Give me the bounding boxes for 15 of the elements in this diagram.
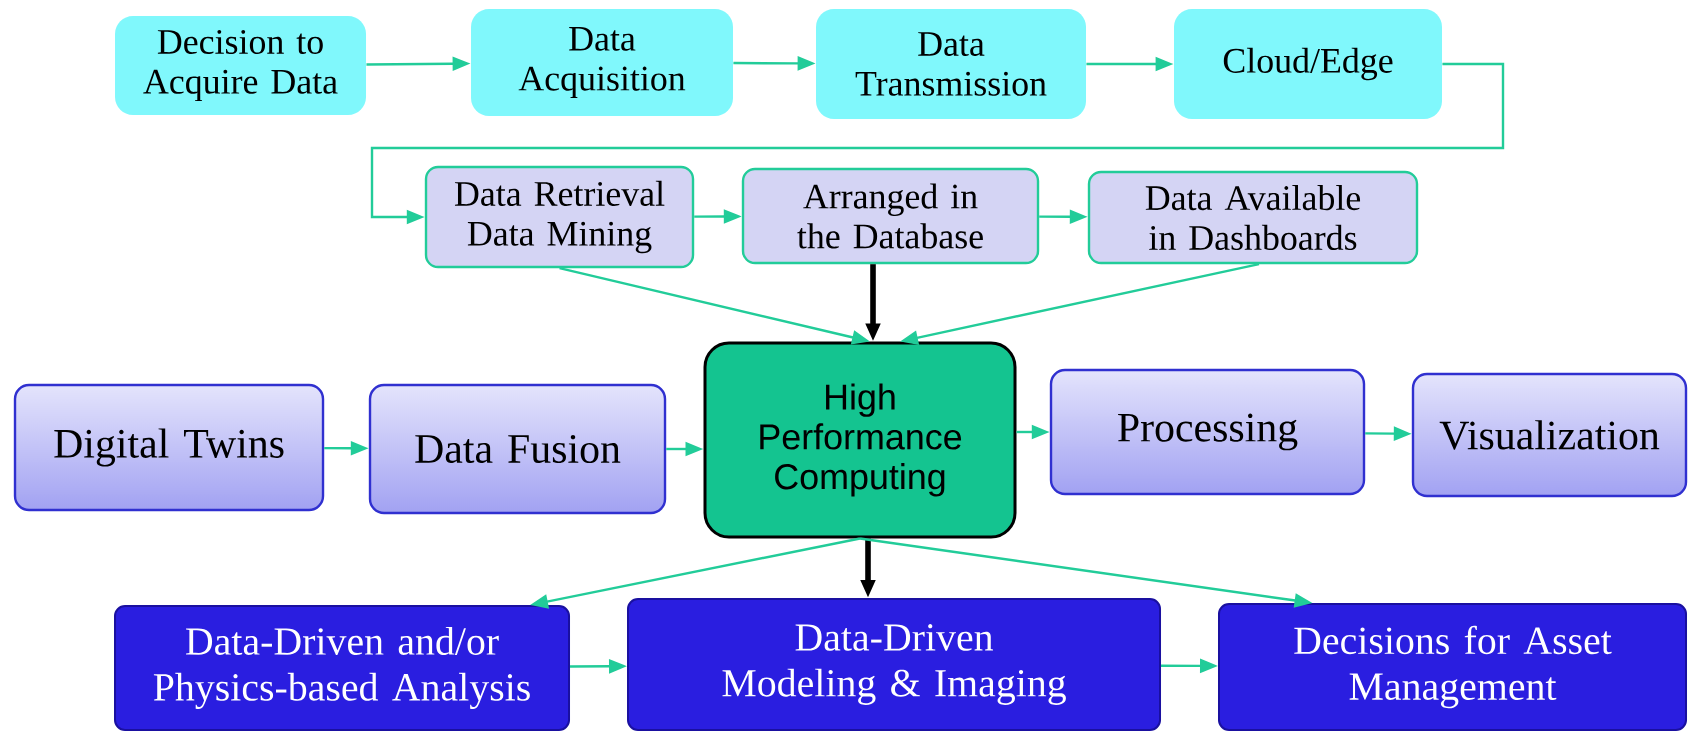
process-box: Visualization [1411,372,1688,498]
process-box: Data Available in Dashboards [1087,170,1419,265]
process-box: Processing [1049,368,1366,496]
process-box: High Performance Computing [703,341,1017,539]
process-box: Data Transmission [816,9,1086,119]
process-box: Arranged in the Database [741,167,1040,265]
process-box: Data Acquisition [471,9,733,116]
process-box: Decision to Acquire Data [115,16,366,115]
process-box: Cloud/Edge [1174,9,1442,119]
process-box: Data-Driven Modeling & Imaging [627,598,1161,731]
process-box: Data Fusion [368,383,667,515]
process-box: Data-Driven and/or Physics-based Analysis [114,605,570,731]
process-box: Digital Twins [13,383,325,512]
process-box: Data Retrieval Data Mining [424,165,695,269]
process-box: Decisions for Asset Management [1218,603,1687,731]
